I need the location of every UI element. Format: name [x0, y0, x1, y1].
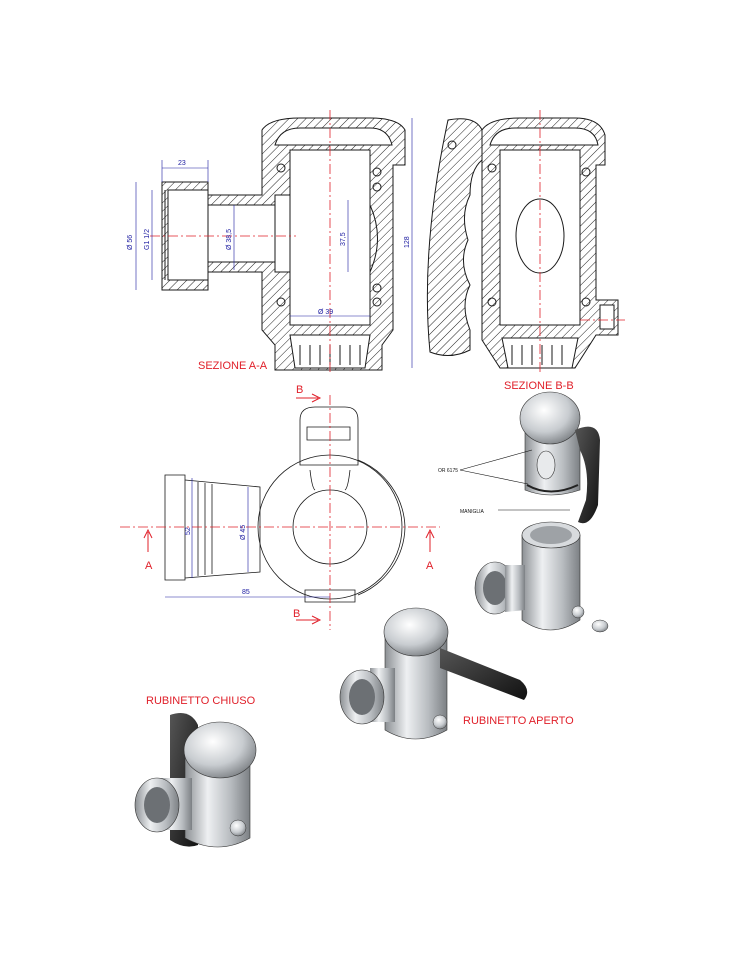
dim-45: Ø 45 [240, 525, 247, 540]
closed-valve-render [134, 712, 257, 848]
cut-b-top: B [296, 384, 303, 396]
plan-view-centerlines [120, 395, 440, 630]
dim-85: 85 [242, 589, 250, 596]
dim-56: Ø 56 [127, 235, 134, 250]
section-arrows [143, 393, 435, 625]
dim-38-5: Ø 38,5 [226, 229, 233, 250]
section-bb-centerlines [539, 110, 625, 375]
dim-52: 52 [185, 527, 192, 535]
dim-39: Ø 39 [318, 309, 333, 316]
exploded-view: OR 6175 MANIGLIA [438, 391, 609, 633]
note-handle: MANIGLIA [460, 509, 485, 515]
label-section-aa: SEZIONE A-A [198, 360, 268, 372]
dim-23: 23 [178, 160, 186, 167]
dim-128: 128 [404, 236, 411, 248]
section-aa-centerlines [150, 110, 331, 375]
plan-view-drawing [164, 406, 406, 603]
dim-37-5: 37,5 [340, 232, 347, 246]
dim-g112: G1 1/2 [144, 229, 151, 250]
label-closed-valve: RUBINETTO CHIUSO [146, 695, 256, 707]
label-open-valve: RUBINETTO APERTO [463, 715, 574, 727]
open-valve-render [339, 607, 528, 740]
cut-a-left: A [145, 560, 153, 572]
cut-a-right: A [426, 560, 434, 572]
section-aa-dimensions [135, 118, 413, 368]
section-aa-drawing [161, 117, 406, 371]
plan-view-dimensions [165, 478, 330, 598]
note-or-seal: OR 6175 [438, 468, 458, 474]
label-section-bb: SEZIONE B-B [504, 380, 574, 392]
section-bb-drawing [426, 117, 619, 369]
cut-b-bottom: B [293, 608, 300, 620]
